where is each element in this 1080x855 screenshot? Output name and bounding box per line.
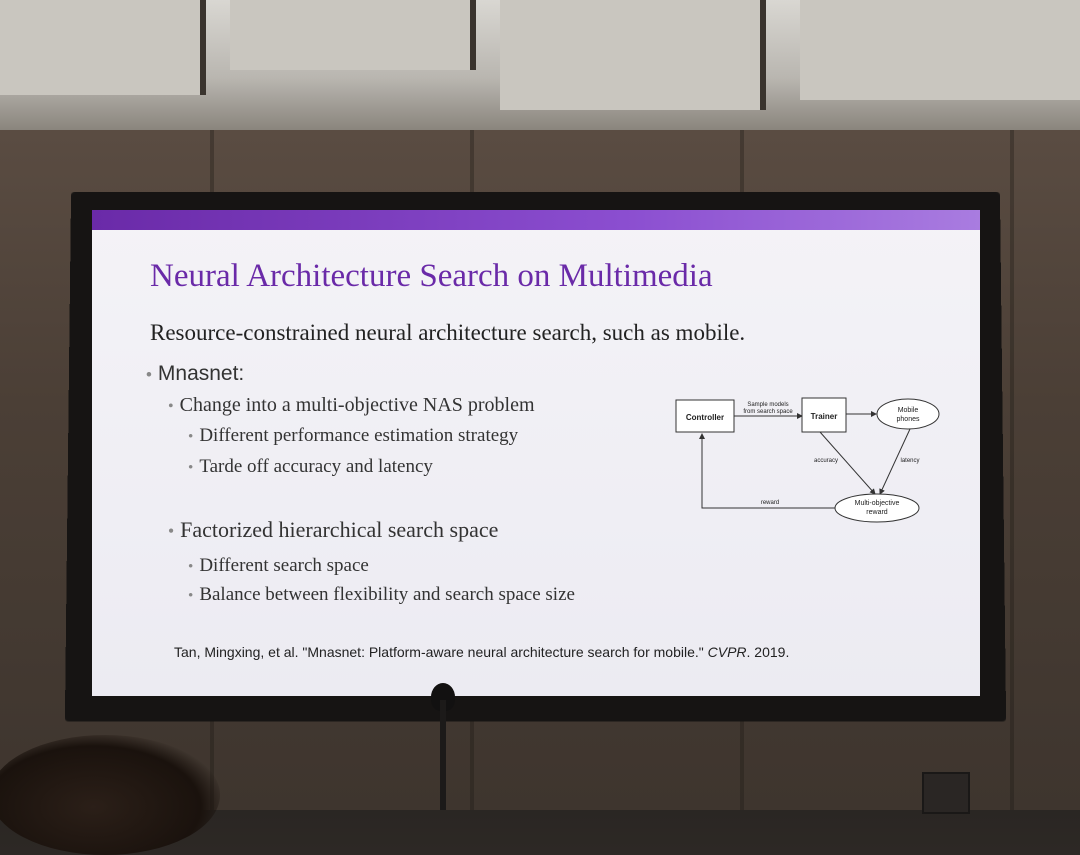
bullet-dot-icon: • [188,459,194,476]
sample-label-1: Sample models [747,402,788,408]
ceiling-panel [230,0,476,70]
multi-label-2: reward [866,509,888,516]
bullet-dot-icon: • [168,521,175,541]
controller-label: Controller [686,413,724,422]
bullet-dot-icon: • [188,428,194,445]
bullet-balance: •Balance between flexibility and search … [188,584,575,605]
ceiling [0,0,1080,130]
mobile-label-2: phones [897,416,920,423]
controller-box [675,399,735,433]
bullet-different-space: •Different search space [188,555,369,576]
accuracy-label: accuracy [814,458,838,464]
multi-label-1: Multi-objective [855,500,900,507]
mobile-label-1: Mobile [898,407,919,414]
mobile-phones-node [876,398,940,430]
bullet-estimation: •Different performance estimation strate… [188,425,519,446]
slide-subtitle: Resource-constrained neural architecture… [150,320,746,345]
multi-objective-reward-node [834,493,920,523]
bullet-dot-icon: • [146,365,152,384]
bullet-dot-icon: • [188,587,194,604]
bullet-dot-icon: • [188,558,194,575]
bullet-dot-icon: • [168,398,174,415]
ceiling-panel [0,0,206,95]
wall-seam [1010,130,1014,810]
reward-label: reward [761,500,779,506]
latency-label: latency [900,458,919,464]
latency-arrow [879,428,911,495]
bullet-tradeoff: •Tarde off accuracy and latency [188,456,433,477]
ceiling-panel [800,0,1080,100]
reward-arrow [699,433,835,509]
wall-outlet [922,772,970,814]
slide-title: Neural Architecture Search on Multimedia [150,258,713,294]
ceiling-panel [500,0,766,110]
slide-header-bar [92,210,980,230]
microphone-stand [440,700,446,810]
slide: Neural Architecture Search on Multimedia… [92,210,980,696]
bullet-search-space: •Factorized hierarchical search space [168,517,499,542]
trainer-label: Trainer [811,412,838,421]
bullet-mnasnet: •Mnasnet: [146,362,245,385]
citation: Tan, Mingxing, et al. "Mnasnet: Platform… [174,644,790,660]
mnasnet-diagram: Controller Sample models from search spa… [675,397,940,523]
accuracy-arrow [819,431,876,495]
audience-head [0,735,220,855]
sample-label-2: from search space [743,409,793,415]
trainer-box [801,397,847,433]
bullet-multi-objective: •Change into a multi-objective NAS probl… [168,394,535,416]
